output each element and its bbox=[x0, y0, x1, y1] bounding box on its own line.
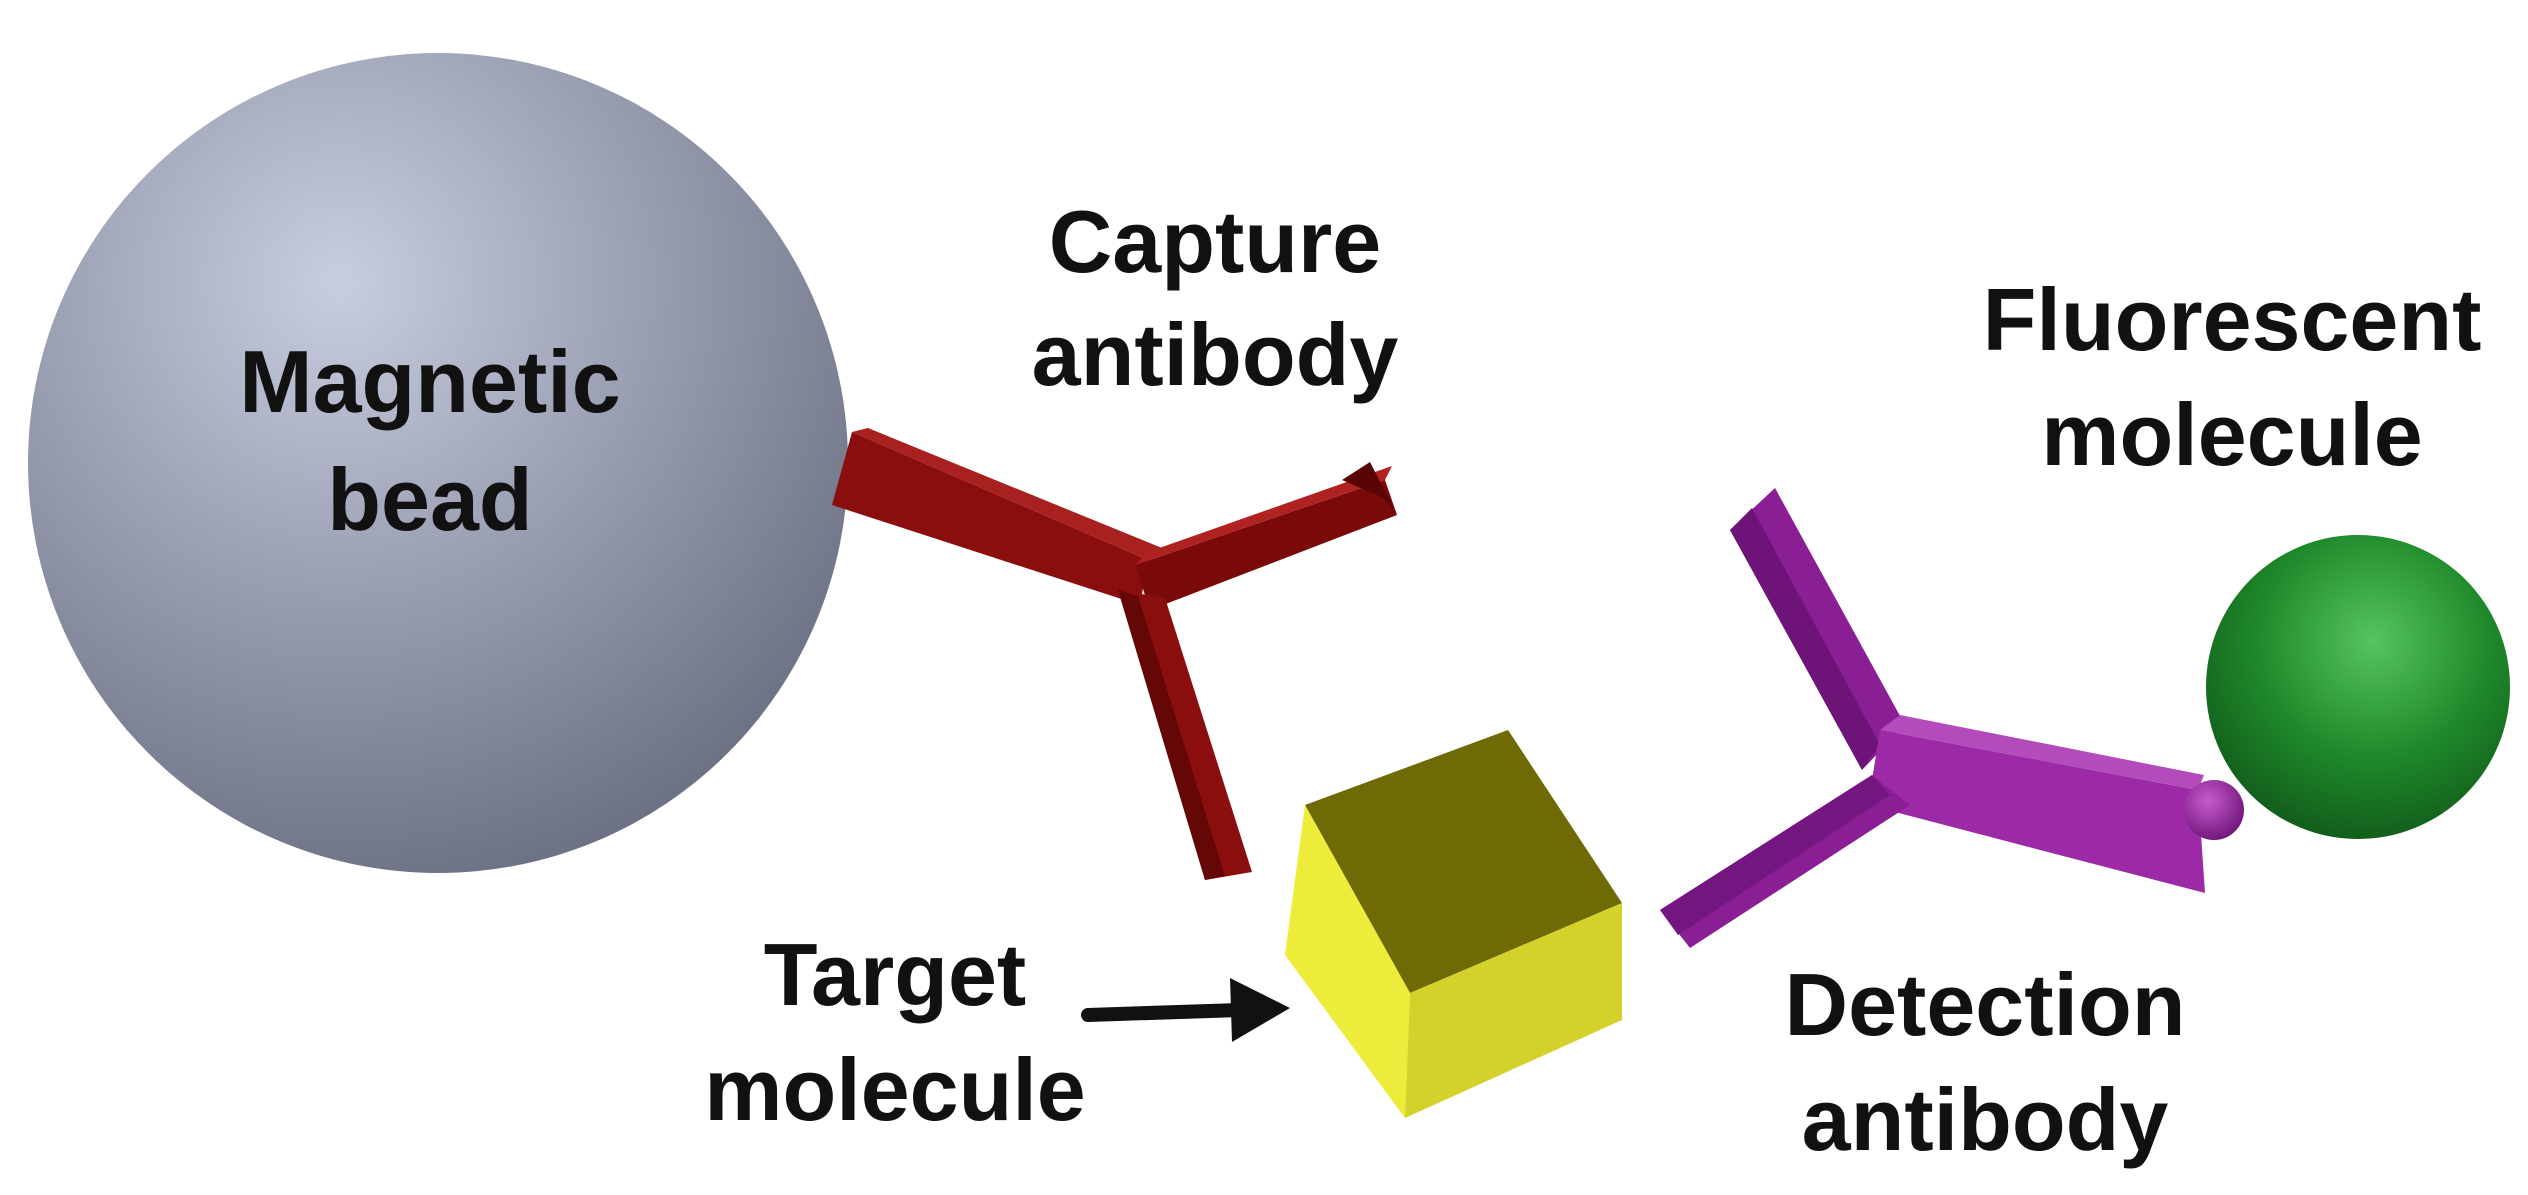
magnetic-bead-label-line2: bead bbox=[327, 450, 532, 549]
linker-knob bbox=[2184, 780, 2244, 840]
arrow-right-icon bbox=[1081, 978, 1290, 1042]
detection-antibody-label-line1: Detection bbox=[1785, 955, 2186, 1054]
capture-antibody-label-line2: antibody bbox=[1032, 305, 1399, 404]
capture-antibody-label-line1: Capture bbox=[1049, 192, 1382, 291]
capture-antibody bbox=[832, 428, 1397, 880]
fluorescent-molecule-label-line2: molecule bbox=[2041, 385, 2422, 484]
magnetic-bead bbox=[28, 53, 848, 873]
detection-antibody bbox=[1660, 488, 2244, 948]
detection-antibody-label-line2: antibody bbox=[1802, 1070, 2169, 1169]
target-molecule-label-line1: Target bbox=[764, 925, 1026, 1024]
fluorescent-molecule-label-line1: Fluorescent bbox=[1983, 270, 2482, 369]
magnetic-bead-label-line1: Magnetic bbox=[239, 332, 620, 431]
fluorescent-molecule bbox=[2206, 535, 2510, 839]
target-molecule-label-line2: molecule bbox=[704, 1040, 1085, 1139]
target-molecule-cube bbox=[1285, 730, 1622, 1118]
